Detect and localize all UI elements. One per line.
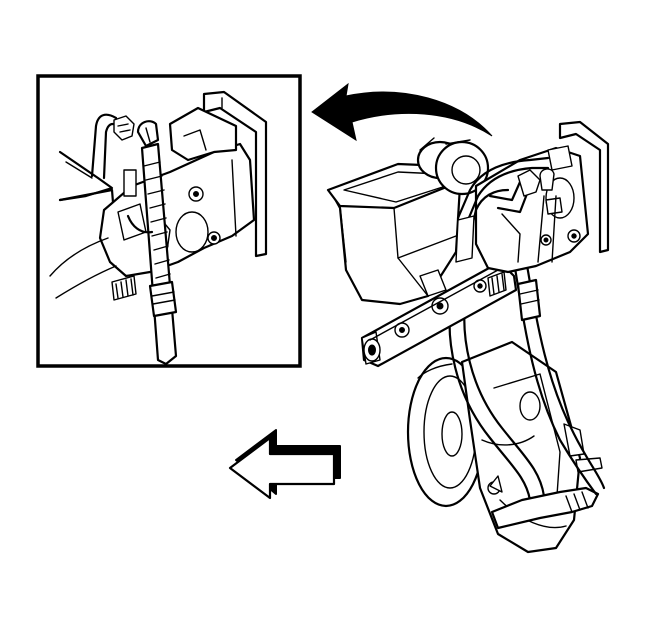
main-assembly xyxy=(328,122,608,552)
front-of-vehicle-arrow xyxy=(230,430,340,498)
inset-hose-fitting xyxy=(92,115,176,364)
detail-inset xyxy=(38,76,300,366)
return-hose xyxy=(450,248,604,528)
inset-pump-body xyxy=(50,144,254,298)
pressure-hose xyxy=(456,158,562,320)
inset-threaded-stud xyxy=(112,276,136,300)
detail-view-arrow xyxy=(312,84,492,140)
inset-mounting-bracket xyxy=(170,92,266,256)
